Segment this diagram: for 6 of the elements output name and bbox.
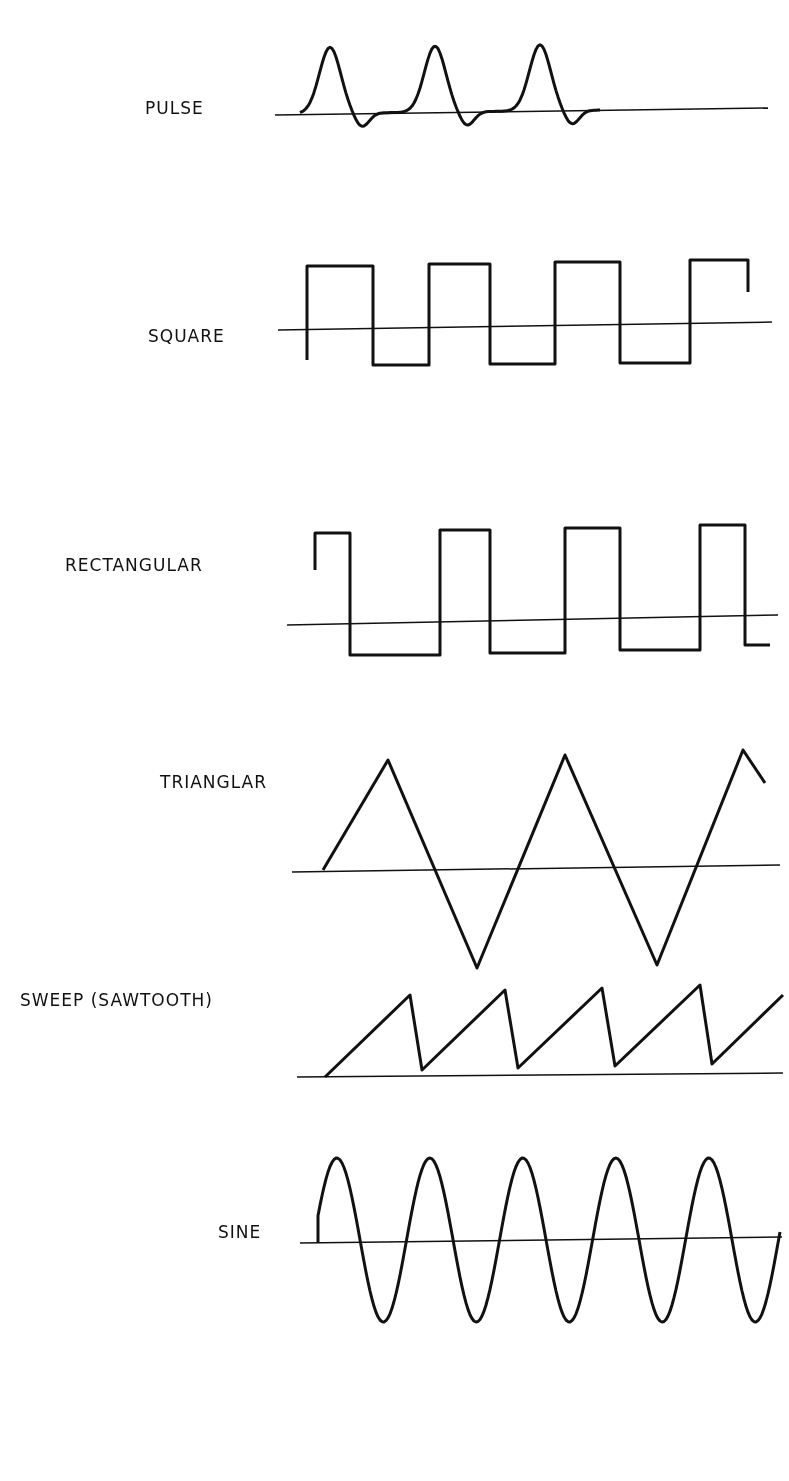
waveform-label: SWEEP (SAWTOOTH) xyxy=(20,990,213,1010)
waveform-label: SQUARE xyxy=(148,326,225,346)
waveform-label: SINE xyxy=(218,1222,262,1242)
waveform-label: PULSE xyxy=(145,98,204,118)
waveform-label: RECTANGULAR xyxy=(65,555,203,575)
waveform-label: TRIANGLAR xyxy=(160,772,268,792)
